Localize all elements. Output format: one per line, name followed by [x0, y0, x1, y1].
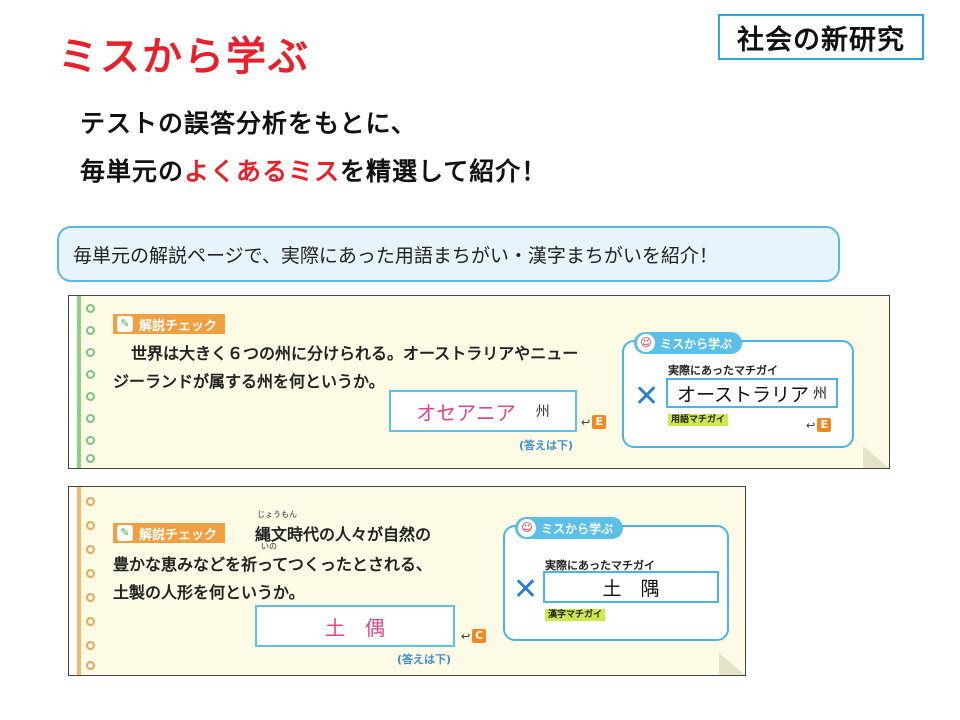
- miss-panel: ☺ ミスから学ぶ 実際にあったマチガイ ✕ 土 隅 漢字マチガイ: [503, 517, 729, 641]
- miss-subtitle: 実際にあったマチガイ: [545, 559, 655, 572]
- answer-suffix: 州: [535, 404, 550, 420]
- binder-hole: [86, 348, 95, 357]
- answer-ref: ↩ C: [461, 629, 487, 643]
- miss-ref: ↩ E: [806, 418, 832, 432]
- leaf-icon: ✎: [117, 525, 133, 541]
- ref-letter: E: [592, 415, 607, 429]
- miss-header-label: ミスから学ぶ: [660, 336, 733, 351]
- intro-line-2: 毎単元のよくあるミスを精選して紹介！: [80, 152, 547, 188]
- binder-hole: [86, 436, 95, 445]
- intro-line-1: テストの誤答分析をもとに、: [80, 109, 417, 138]
- answer-note: (答えは下): [397, 653, 452, 666]
- caption-text: 毎単元の解説ページで、実際にあった用語まちがい・漢字まちがいを紹介！: [73, 244, 718, 267]
- brand-logo-text: 社会の新研究: [737, 24, 905, 56]
- mistake-type-tag: 用語マチガイ: [668, 414, 729, 426]
- answer-text: オセアニア: [416, 400, 516, 425]
- answer-ref: ↩ E: [581, 415, 607, 429]
- miss-header-label: ミスから学ぶ: [541, 521, 614, 536]
- wrong-answer-box: 土 隅: [543, 571, 719, 603]
- question-line-1: 縄文時代の人々が自然の: [255, 525, 432, 544]
- page-title: ミスから学ぶ: [58, 34, 310, 80]
- miss-panel: ☺ ミスから学ぶ 実際にあったマチガイ ✕ オーストラリア 州 用語マチガイ ↩…: [622, 332, 854, 448]
- binder-hole: [86, 497, 95, 506]
- check-tag-label: 解説チェック: [139, 527, 218, 543]
- binder-hole: [86, 392, 95, 401]
- return-arrow-icon: ↩: [461, 629, 471, 643]
- check-tag-label: 解説チェック: [139, 318, 218, 334]
- binder-hole: [86, 326, 95, 335]
- question-line-2: ジーランドが属する州を何というか。: [113, 372, 385, 391]
- binder-hole: [86, 454, 95, 463]
- cross-icon: ✕: [634, 379, 660, 414]
- brand-logo: 社会の新研究: [718, 14, 924, 60]
- answer-box: オセアニア 州: [389, 390, 577, 432]
- wrong-suffix: 州: [813, 386, 828, 402]
- intro-line-2-pre: 毎単元の: [80, 157, 185, 186]
- binder-hole: [86, 521, 95, 530]
- question-line-3: 土製の人形を何というか。: [113, 583, 305, 602]
- check-tag: ✎ 解説チェック: [113, 523, 226, 543]
- answer-box: 土 偶: [255, 605, 455, 647]
- example-card-2: ✎ 解説チェック じょうもん 縄文時代の人々が自然の いの 豊かな恵みなどを祈っ…: [68, 486, 746, 676]
- check-tag: ✎ 解説チェック: [113, 314, 226, 334]
- binder-hole: [86, 593, 95, 602]
- ref-letter: C: [472, 629, 487, 643]
- binder-hole: [86, 370, 95, 379]
- return-arrow-icon: ↩: [806, 418, 816, 432]
- answer-note: (答えは下): [519, 439, 574, 452]
- binder-hole: [86, 545, 95, 554]
- cross-icon: ✕: [513, 572, 539, 607]
- page-corner-fold: [863, 446, 889, 468]
- miss-subtitle: 実際にあったマチガイ: [668, 364, 778, 377]
- mistake-type-tag: 漢字マチガイ: [545, 609, 606, 621]
- wrong-answer: オーストラリア: [676, 383, 810, 406]
- question-line-2: 豊かな恵みなどを祈ってつくったとされる、: [113, 555, 432, 574]
- question-line-1: 世界は大きく６つの州に分けられる。オーストラリアやニュー: [131, 344, 579, 363]
- answer-text: 土 偶: [325, 615, 385, 640]
- ruby-text: じょうもん: [257, 510, 297, 519]
- ref-letter: E: [817, 418, 832, 432]
- page-corner-fold: [719, 653, 745, 675]
- binder-hole: [86, 641, 95, 650]
- binder-hole: [86, 617, 95, 626]
- intro-line-2-post: を精選して紹介！: [340, 157, 548, 186]
- miss-header: ☺ ミスから学ぶ: [515, 517, 624, 539]
- ruby-text: いの: [261, 542, 277, 551]
- leaf-icon: ✎: [117, 316, 133, 332]
- binder-hole: [86, 414, 95, 423]
- example-card-1: ✎ 解説チェック 世界は大きく６つの州に分けられる。オーストラリアやニュー ジー…: [68, 295, 890, 469]
- return-arrow-icon: ↩: [581, 415, 591, 429]
- binder-hole: [86, 304, 95, 313]
- caption-box: 毎単元の解説ページで、実際にあった用語まちがい・漢字まちがいを紹介！: [57, 226, 840, 282]
- binder-hole: [86, 569, 95, 578]
- miss-header: ☺ ミスから学ぶ: [634, 332, 743, 354]
- face-icon: ☺: [518, 519, 536, 537]
- intro-highlight: よくあるミス: [184, 157, 341, 186]
- wrong-answer: 土 隅: [602, 577, 660, 600]
- face-icon: ☺: [637, 334, 655, 352]
- binder-hole: [86, 661, 95, 670]
- wrong-answer-box: オーストラリア 州: [666, 378, 838, 408]
